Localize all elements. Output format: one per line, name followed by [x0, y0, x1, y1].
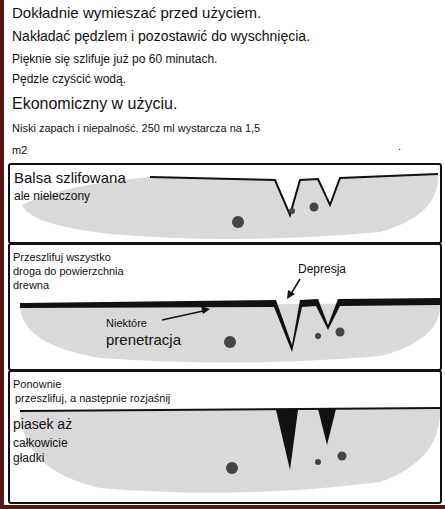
wood-pore: [315, 459, 321, 465]
step-text: prenetracja: [106, 331, 181, 350]
wood-pore: [226, 462, 238, 474]
step-panel: Ponownieprzeszlifuj, a następnie rozjaśn…: [8, 370, 442, 504]
step-panel: Przeszlifuj wszystko droga do powierzchn…: [8, 243, 442, 371]
step-text: piasek aż: [13, 416, 72, 434]
step-text: Niektóre: [106, 317, 147, 331]
wood-surface: [150, 174, 438, 215]
step-text: Balsa szlifowana: [14, 169, 126, 188]
filled-crack: [276, 410, 298, 470]
step-text: przeszlifuj, a następnie rozjaśnij: [13, 392, 172, 406]
step-text: Przeszlifuj wszystko droga do powierzchn…: [13, 251, 131, 292]
leader-line: [291, 279, 300, 294]
wood-pore: [232, 216, 244, 228]
note-text: Nakładać pędzlem i pozostawić do wyschni…: [12, 28, 310, 46]
step-text: całkowicie gładki: [13, 436, 83, 466]
wood-pore: [315, 333, 321, 339]
frame-strip: [0, 0, 4, 509]
coating-layer: [20, 298, 440, 352]
note-text: Pędzle czyścić wodą.: [12, 72, 126, 87]
note-text: m2: [12, 144, 27, 158]
wood-pore: [289, 208, 295, 214]
step-text: ale nieleczony: [14, 189, 90, 204]
wood-section: [20, 408, 440, 493]
leader-arrowhead: [201, 306, 210, 314]
frame-strip: [0, 505, 445, 509]
step-text: Ponownie: [13, 378, 61, 392]
note-text: Niski zapach i niepalność. 250 ml wystar…: [12, 122, 260, 136]
coating-layer: [20, 408, 440, 411]
note-text: .: [398, 140, 401, 154]
leader-arrowhead: [287, 290, 295, 299]
leader-line: [162, 311, 203, 320]
note-text: Pięknie się szlifuje już po 60 minutach.: [12, 52, 217, 67]
note-text: Ekonomiczny w użyciu.: [12, 94, 177, 114]
wood-pore: [338, 452, 347, 461]
filled-crack: [318, 409, 336, 445]
step-panel: Balsa szlifowanaale nieleczony: [8, 163, 442, 244]
step-text: Depresja: [296, 262, 348, 277]
wood-section: [20, 303, 440, 363]
wood-pore: [310, 203, 319, 212]
wood-pore: [224, 336, 236, 348]
note-text: Dokładnie wymieszać przed użyciem.: [12, 4, 261, 23]
wood-pore: [336, 328, 345, 337]
